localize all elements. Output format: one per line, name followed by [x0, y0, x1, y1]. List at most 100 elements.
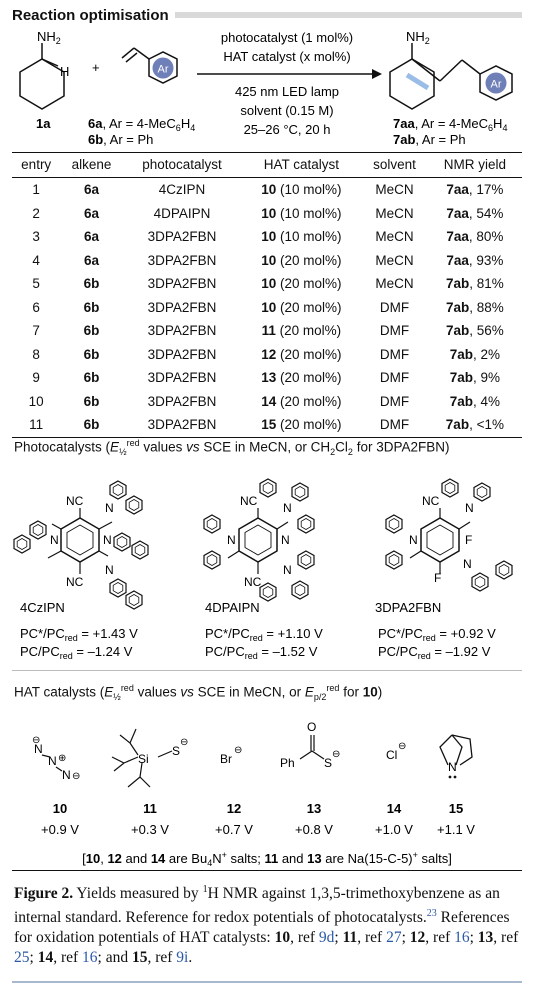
svg-text:F: F [434, 571, 441, 585]
svg-text:N: N [448, 760, 457, 774]
cell-hat-catalyst: 10 (20 mol%) [261, 276, 342, 292]
cell-alkene: 6b [60, 413, 123, 438]
ref-link-25[interactable]: 25 [14, 949, 30, 967]
product-7aa-label: 7aa, Ar = 4-MeC6H4 [393, 116, 507, 133]
svg-text:⊕: ⊕ [58, 753, 66, 764]
cell-alkene: 6b [83, 276, 100, 292]
cell-entry: 10 [28, 393, 44, 409]
svg-text:Si: Si [138, 752, 149, 766]
svg-text:N: N [409, 533, 418, 547]
hat-potential-11: +0.3 V [131, 822, 169, 837]
cell-solvent: MeCN [375, 182, 414, 198]
cell-entry: 5 [32, 276, 40, 292]
product-nh2-label: NH2 [406, 29, 430, 46]
cell-photocatalyst: 4CzIPN [158, 182, 206, 198]
hat-id-14: 14 [387, 801, 402, 816]
hat-id-11: 11 [143, 801, 157, 816]
cell-solvent: MeCN [375, 276, 414, 292]
cell-entry: 8 [32, 346, 40, 362]
cell-solvent: DMF [379, 393, 410, 409]
structure-thiobenzoate: O Ph S ⊖ [280, 720, 340, 770]
pc2-potential-4czipn: PC/PCred = –1.24 V [20, 644, 133, 661]
cell-entry: 9 [32, 370, 40, 386]
pc1-potential-4dpaipn: PC*/PCred = +1.10 V [205, 626, 323, 643]
ref-link-27[interactable]: 27 [386, 929, 402, 947]
ref-link-16b[interactable]: 16 [82, 949, 98, 967]
photocatalyst-structures: NC NC N N N N NC NC N N N N [13, 478, 513, 661]
svg-text:N: N [103, 533, 112, 547]
cell-hat-catalyst: 11 (20 mol%) [261, 323, 342, 339]
product-ring [389, 58, 435, 110]
cell-alkene: 6b [83, 393, 100, 409]
cell-hat-catalyst: 13 (20 mol%) [261, 370, 342, 386]
condition-solvent: solvent (0.15 M) [240, 103, 333, 118]
cell-entry: 1 [32, 182, 40, 198]
table-header-row: entry alkene photocatalyst HAT catalyst … [12, 152, 522, 178]
cell-alkene: 6a [83, 182, 99, 198]
condition-temp-time: 25–26 °C, 20 h [244, 122, 331, 137]
cell-solvent: DMF [361, 413, 428, 438]
section-title: Reaction optimisation [12, 6, 169, 24]
cell-solvent: DMF [379, 299, 410, 315]
cell-solvent: MeCN [375, 229, 414, 245]
cell-alkene: 6b [83, 346, 100, 362]
ar-label: Ar [158, 64, 169, 76]
svg-text:⊖: ⊖ [398, 741, 406, 752]
pc1-potential-4czipn: PC*/PCred = +1.43 V [20, 626, 138, 643]
cell-entry: 6 [32, 299, 40, 315]
col-solvent: solvent [361, 152, 428, 178]
cell-nmr-yield: 7ab, 9% [449, 370, 501, 386]
svg-text:N: N [283, 501, 292, 515]
svg-text:Ph: Ph [280, 756, 295, 770]
cell-nmr-yield: 7ab, 2% [449, 346, 501, 362]
pc2-potential-4dpaipn: PC/PCred = –1.52 V [205, 644, 318, 661]
svg-text:Br: Br [220, 752, 232, 766]
hat-potential-15: +1.1 V [437, 822, 475, 837]
structure-quinuclidine: N [439, 734, 473, 779]
counterion-note: [10, 12 and 14 are Bu4N+ salts; 11 and 1… [82, 850, 452, 868]
pc-name-3dpa2fbn: 3DPA2FBN [375, 600, 441, 615]
svg-text:NC: NC [422, 494, 440, 508]
svg-text:NC: NC [244, 575, 262, 589]
col-hat-catalyst: HAT catalyst [241, 152, 362, 178]
condition-hat: HAT catalyst (x mol%) [223, 49, 350, 64]
hat-labels: 10 11 12 13 14 15 +0.9 V +0.3 V +0.7 V +… [41, 801, 475, 837]
col-nmr-yield: NMR yield [427, 152, 522, 178]
cell-photocatalyst: 3DPA2FBN [147, 370, 217, 386]
ref-link-9d[interactable]: 9d [318, 929, 335, 947]
svg-text:N: N [105, 563, 114, 577]
cell-entry: 2 [32, 205, 40, 221]
svg-text:⊖: ⊖ [332, 749, 340, 760]
cell-nmr-yield: 7ab, 56% [445, 323, 504, 339]
hat-catalyst-structures: N ⊖ N ⊕ N ⊖ Si S ⊖ Br ⊖ O Ph S ⊖ [32, 720, 475, 868]
structure-3dpa2fbn: NC N F F N N [385, 478, 513, 592]
svg-text:N: N [463, 557, 472, 571]
svg-text:⊖: ⊖ [234, 745, 242, 756]
svg-text:N: N [283, 563, 292, 577]
section-header: Reaction optimisation [12, 4, 522, 26]
svg-text:O: O [307, 720, 316, 734]
reaction-arrow-head [372, 69, 382, 79]
hat-id-13: 13 [307, 801, 321, 816]
svg-text:S: S [324, 756, 332, 770]
cell-solvent: DMF [379, 346, 410, 362]
cell-nmr-yield: 7aa, 80% [446, 229, 504, 245]
cell-nmr-yield: 7aa, 54% [446, 205, 504, 221]
cell-nmr-yield: 7ab, <1% [427, 413, 522, 438]
cell-alkene: 6b [83, 323, 100, 339]
cell-alkene: 6a [83, 205, 99, 221]
ref-link-23[interactable]: 23 [426, 908, 437, 920]
cell-photocatalyst: 4DPAIPN [153, 205, 211, 221]
cell-entry: 11 [12, 413, 61, 438]
ref-link-16a[interactable]: 16 [454, 929, 470, 947]
ref-link-9i[interactable]: 9i [176, 949, 189, 967]
product-7ab-label: 7ab, Ar = Ph [393, 132, 466, 147]
photocatalysts-title: Photocatalysts (E½red values vs SCE in M… [14, 438, 450, 458]
